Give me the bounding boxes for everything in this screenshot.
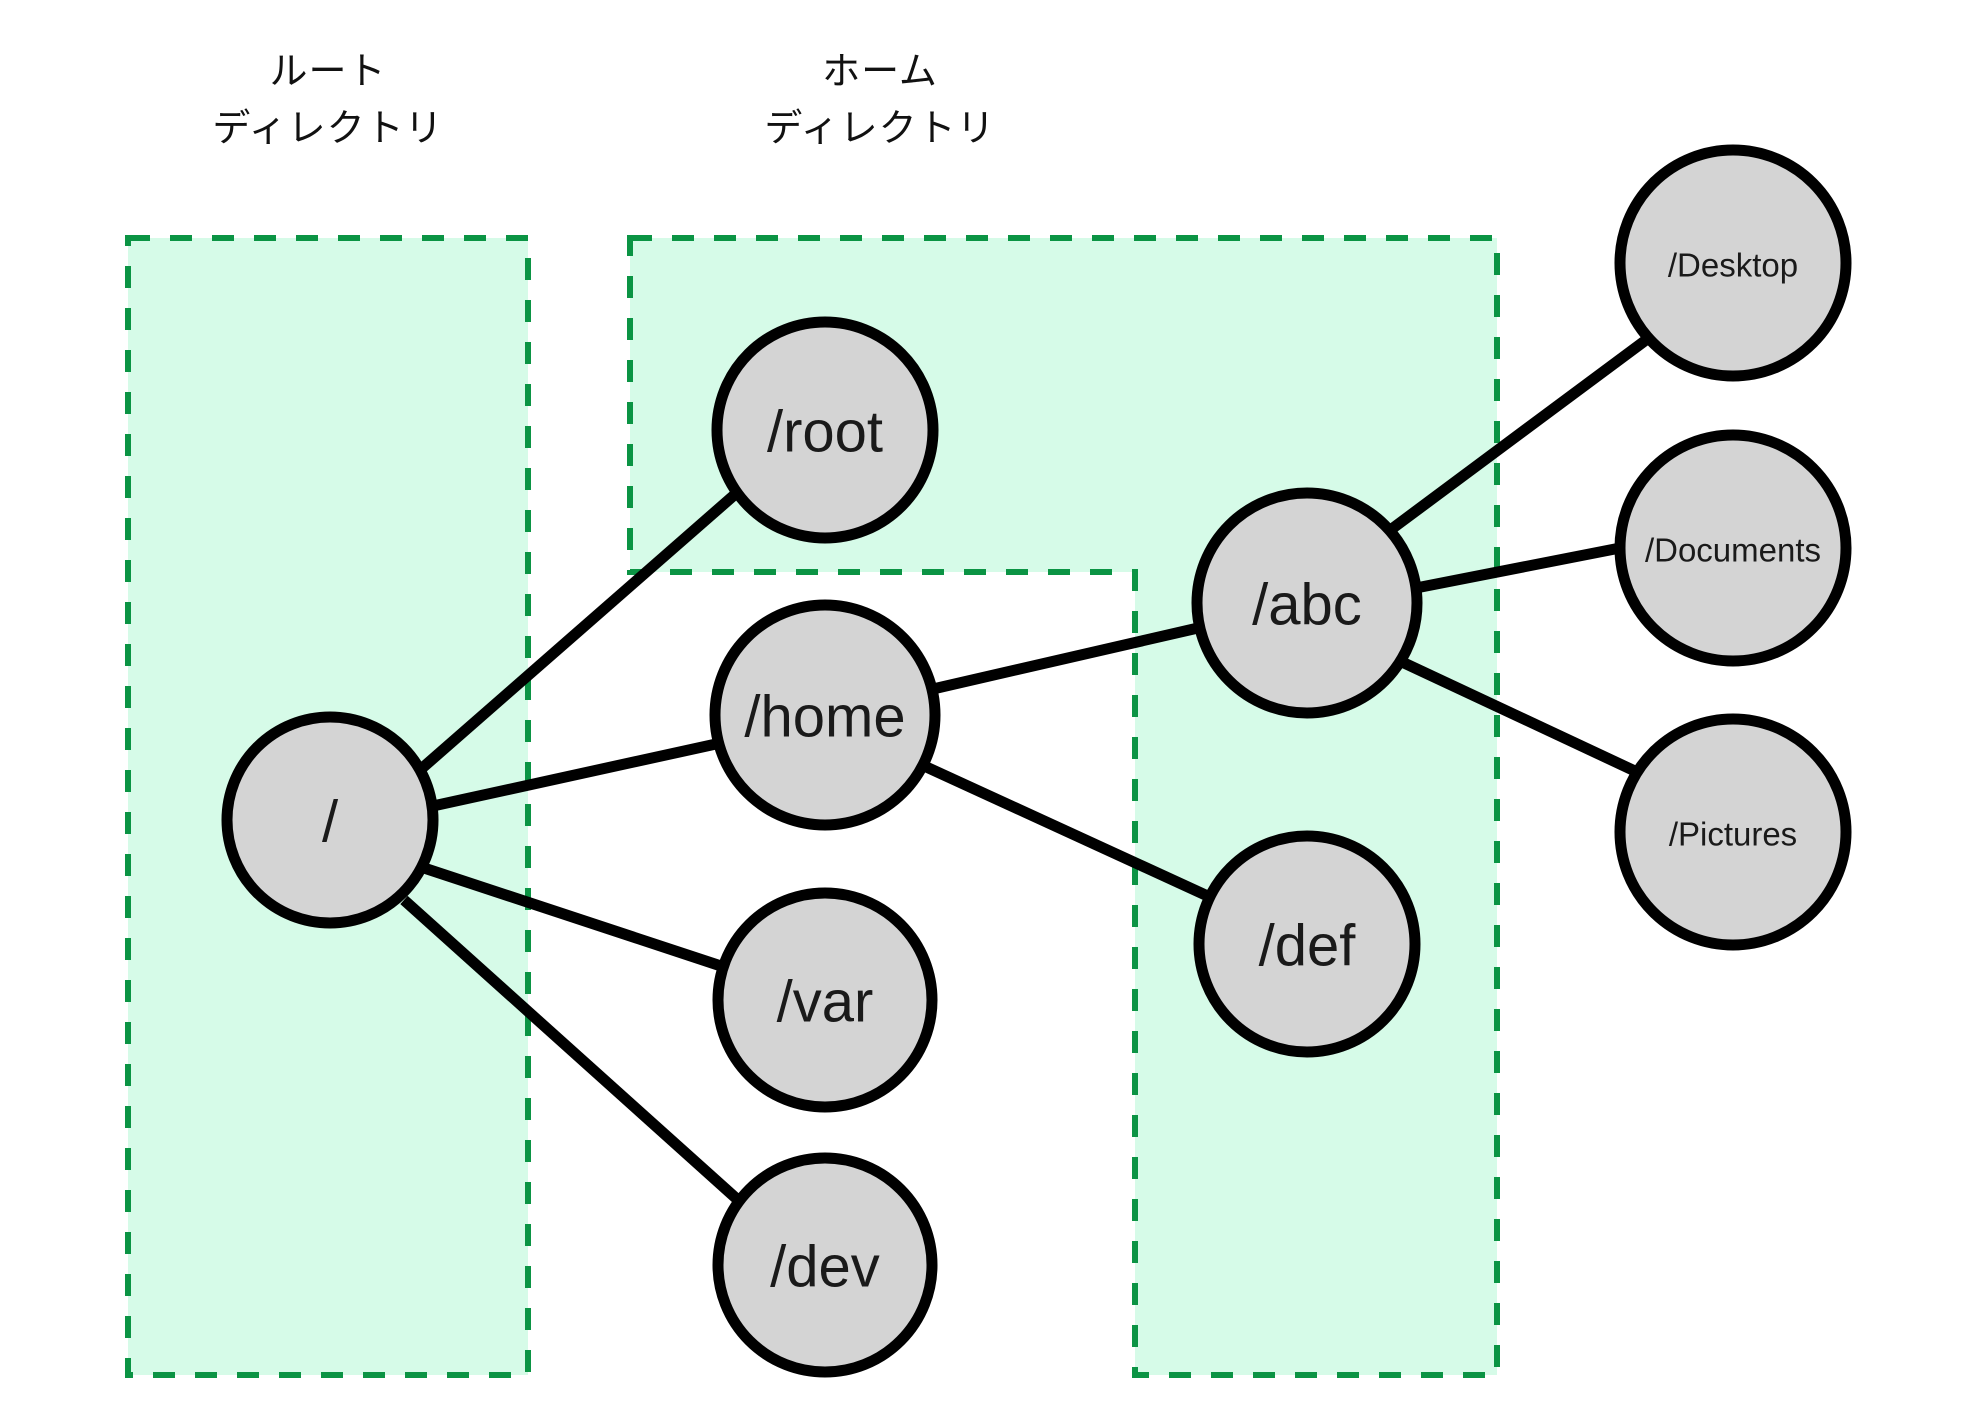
node-desktop-circle[interactable] [1614, 144, 1852, 382]
edge-root-to-home [431, 738, 718, 812]
node-desktop-label: /Desktop [1668, 247, 1798, 284]
node-dev[interactable]: /dev [712, 1152, 938, 1378]
region-root-directory-caption: ルート ディレクトリ [212, 51, 444, 150]
node-def[interactable]: /def [1193, 830, 1421, 1058]
node-abc-label: /abc [1252, 573, 1362, 638]
node-def-circle[interactable] [1193, 830, 1421, 1058]
edge-layer [400, 332, 1654, 1205]
node-dev-label: /dev [770, 1235, 880, 1300]
node-def-label: /def [1259, 914, 1357, 979]
edge-abc-to-pictures [1399, 657, 1640, 777]
node-var-label: /var [777, 970, 874, 1035]
node-root[interactable]: / [221, 711, 439, 929]
edge-root-to-var [422, 862, 729, 974]
edge-abc-to-documents [1414, 542, 1622, 594]
node-root-circle[interactable] [221, 711, 439, 929]
node-home[interactable]: /home [709, 599, 941, 831]
node-pictures-circle[interactable] [1614, 713, 1852, 951]
node-root-dir-circle[interactable] [711, 316, 939, 544]
region-home-directory-caption: ホーム ディレクトリ [764, 51, 996, 150]
node-documents[interactable]: /Documents [1614, 429, 1852, 667]
edge-root-to-root-dir [416, 485, 744, 775]
node-dev-circle[interactable] [712, 1152, 938, 1378]
node-abc-circle[interactable] [1191, 487, 1423, 719]
node-root-dir-label: /root [767, 400, 883, 465]
node-desktop[interactable]: /Desktop [1614, 144, 1852, 382]
node-var[interactable]: /var [712, 887, 938, 1113]
node-documents-label: /Documents [1645, 532, 1821, 569]
edge-abc-to-desktop [1385, 332, 1654, 536]
node-abc[interactable]: /abc [1191, 487, 1423, 719]
node-home-label: /home [744, 685, 905, 750]
node-var-circle[interactable] [712, 887, 938, 1113]
edge-root-to-dev [400, 895, 742, 1205]
node-root-dir[interactable]: /root [711, 316, 939, 544]
node-home-circle[interactable] [709, 599, 941, 831]
node-root-label: / [322, 790, 339, 855]
edge-home-to-abc [931, 622, 1200, 695]
node-pictures-label: /Pictures [1669, 816, 1797, 853]
node-documents-circle[interactable] [1614, 429, 1852, 667]
node-layer: / /root /home /var /dev /abc [221, 144, 1852, 1378]
node-pictures[interactable]: /Pictures [1614, 713, 1852, 951]
edge-home-to-def [919, 760, 1215, 903]
